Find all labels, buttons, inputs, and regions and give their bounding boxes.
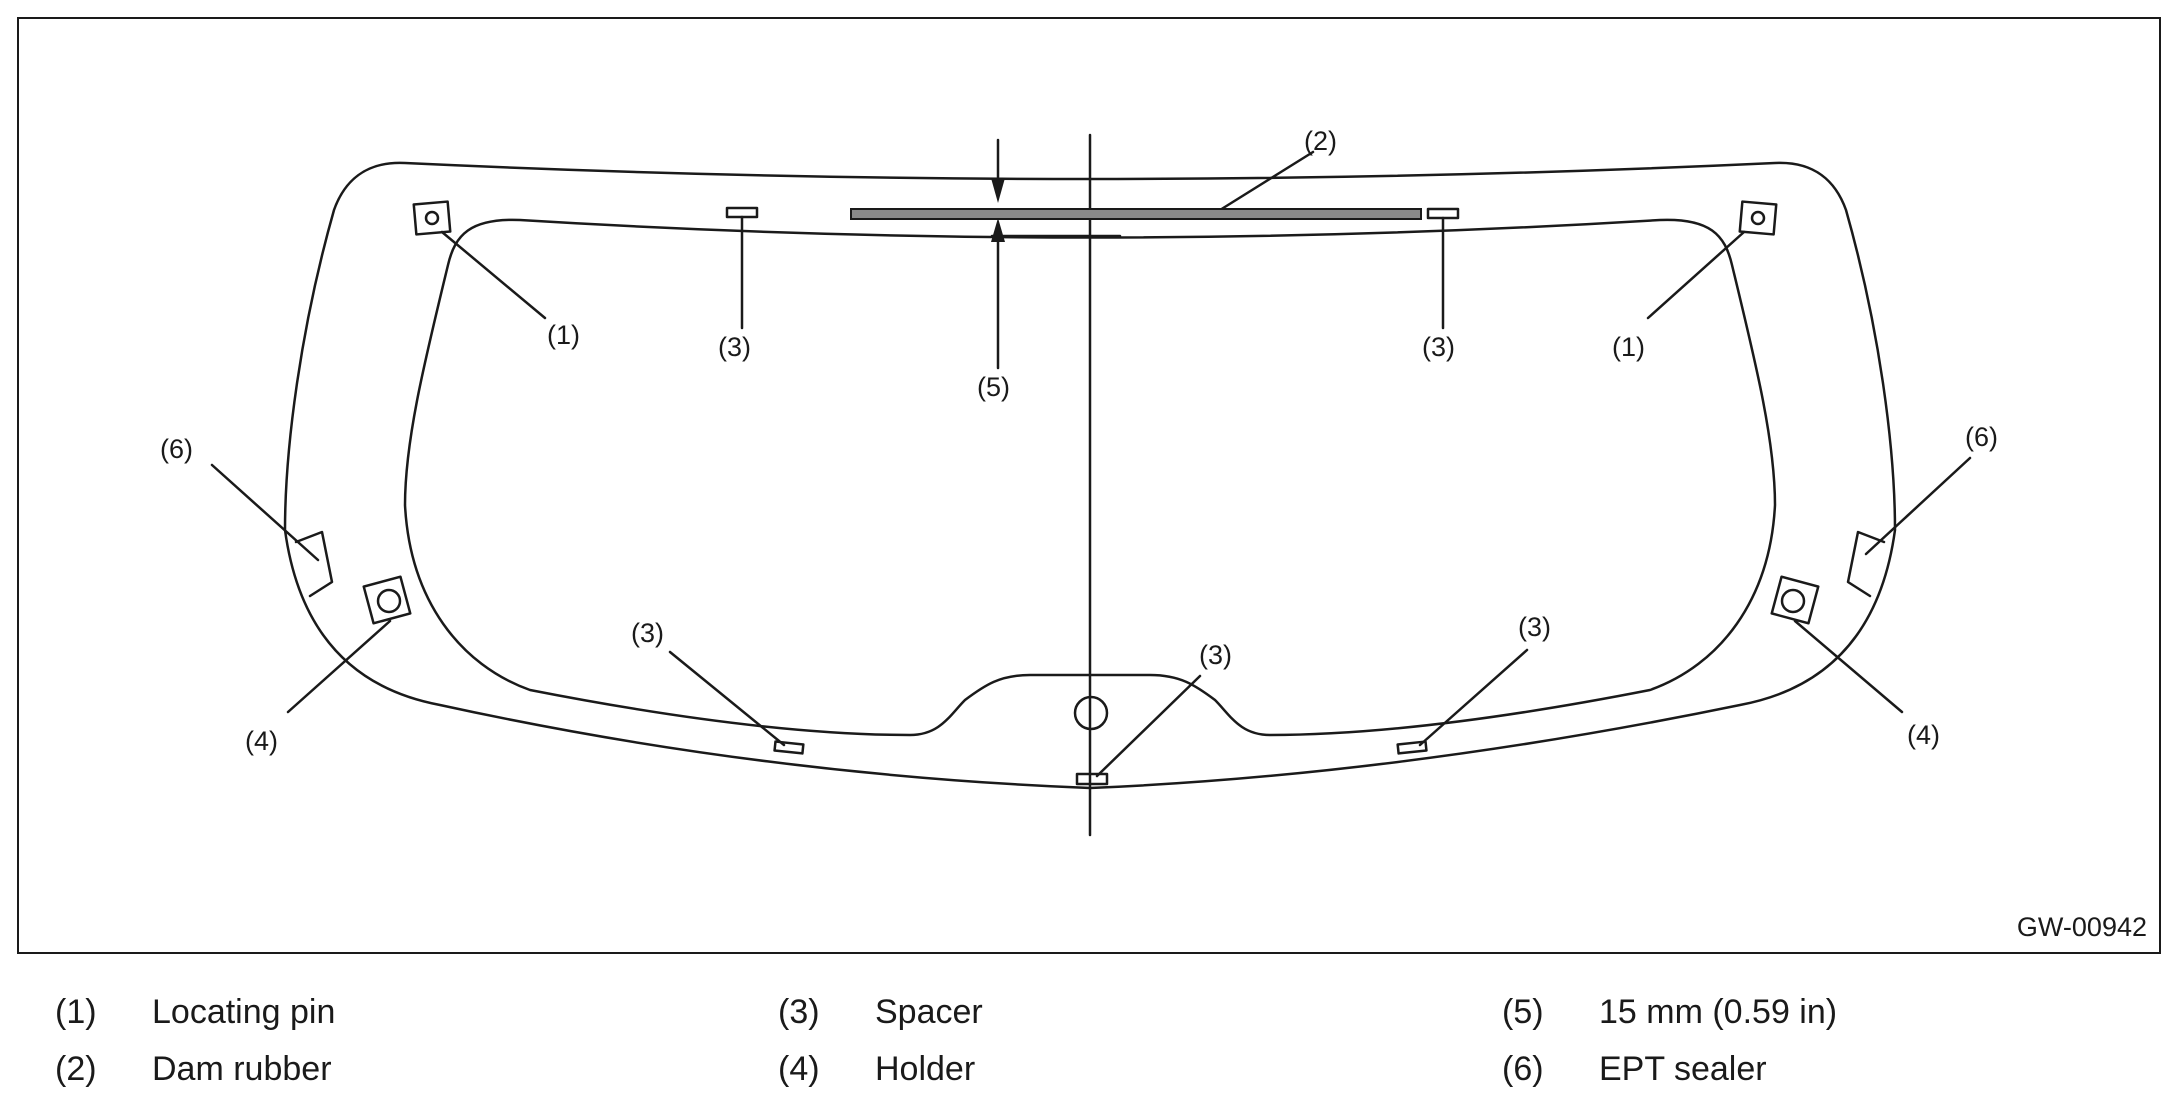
legend-label: Holder	[875, 1050, 976, 1088]
spacer-top-right	[1426, 207, 1460, 220]
legend-number: (2)	[55, 1050, 97, 1088]
callout-holder-right: (4)	[1907, 720, 1940, 750]
callout-spacer-bottom-center: (3)	[1199, 640, 1232, 670]
figure-id: GW-00942	[2016, 912, 2147, 942]
legend-label: 15 mm (0.59 in)	[1599, 993, 1838, 1031]
callout-locating-pin-left: (1)	[547, 320, 580, 350]
legend-label: EPT sealer	[1599, 1050, 1767, 1088]
locating-pin-left	[412, 200, 452, 236]
spacer-bottom-center	[1075, 772, 1109, 786]
dimension-arrow-down-icon	[991, 178, 1005, 203]
legend-label: Locating pin	[152, 993, 336, 1031]
callout-ept-sealer-right: (6)	[1965, 422, 1998, 452]
holder-left	[362, 575, 412, 625]
holder-right	[1770, 575, 1820, 625]
rear-gate-glass-diagram: (1) (3) (5) (2) (3) (1) (6) (6) (4) (4) …	[160, 126, 1998, 837]
ept-sealer-right	[1846, 530, 1886, 598]
dam-rubber	[850, 208, 1422, 220]
legend-number: (4)	[778, 1050, 820, 1088]
center-hole	[1073, 695, 1109, 731]
callout-dimension: (5)	[977, 372, 1010, 402]
callout-spacer-top-right: (3)	[1422, 332, 1455, 362]
spacer-top-left	[725, 206, 759, 219]
callout-locating-pin-right: (1)	[1612, 332, 1645, 362]
ept-sealer-left	[294, 530, 334, 598]
spacer-bottom-left	[773, 740, 805, 755]
dimension-arrow-up-icon	[991, 218, 1005, 242]
callout-spacer-top-left: (3)	[718, 332, 751, 362]
callout-spacer-bottom-right: (3)	[1518, 612, 1551, 642]
callout-ept-sealer-left: (6)	[160, 434, 193, 464]
legend-label: Spacer	[875, 993, 983, 1031]
callout-dam-rubber: (2)	[1304, 126, 1337, 156]
spacer-bottom-right	[1396, 740, 1428, 755]
glass-inner-outline	[403, 218, 1777, 737]
figure-frame	[17, 17, 2161, 954]
legend-number: (1)	[55, 993, 97, 1031]
legend-number: (3)	[778, 993, 820, 1031]
callout-spacer-bottom-left: (3)	[631, 618, 664, 648]
locating-pin-right	[1738, 200, 1778, 236]
legend-label: Dam rubber	[152, 1050, 332, 1088]
legend-number: (5)	[1502, 993, 1544, 1031]
callout-holder-left: (4)	[245, 726, 278, 756]
legend-number: (6)	[1502, 1050, 1544, 1088]
